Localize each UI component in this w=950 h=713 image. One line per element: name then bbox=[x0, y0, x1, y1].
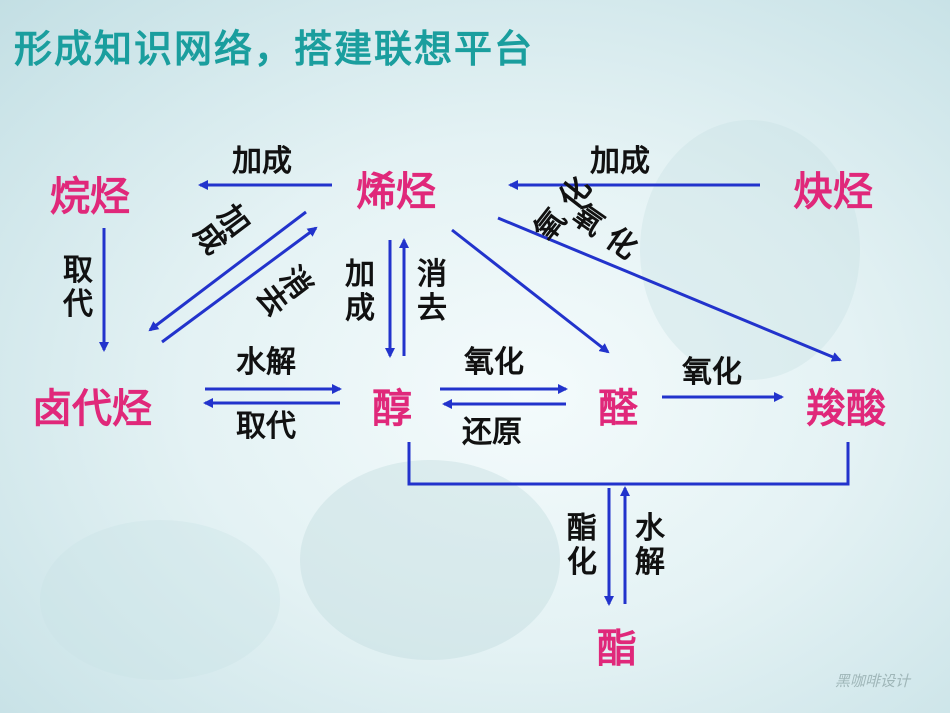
label-aldehyde-to-alcohol: 还原 bbox=[462, 415, 522, 450]
label-char: 加 bbox=[345, 257, 375, 292]
arrow-alkene-to-haloalkane bbox=[148, 210, 307, 332]
designer-watermark: 黑咖啡设计 bbox=[834, 672, 910, 690]
arrow-haloalkane-to-alkene bbox=[161, 226, 318, 344]
label-char: 取 bbox=[63, 253, 93, 288]
decor-lotus-3 bbox=[40, 520, 280, 680]
label-alcohol-to-haloalkane: 取代 bbox=[236, 409, 296, 444]
label-char: 水 bbox=[635, 511, 665, 546]
label-char: 成 bbox=[345, 290, 375, 326]
node-alkene: 烯烃 bbox=[356, 169, 436, 215]
label-char: 化 bbox=[567, 544, 597, 580]
label-alcohol-to-aldehyde: 氧化 bbox=[464, 345, 524, 380]
label-aldehyde-to-acid: 氧化 bbox=[682, 355, 742, 390]
label-haloalkane-to-alcohol: 水解 bbox=[236, 345, 296, 380]
node-alkane: 烷烃 bbox=[50, 174, 130, 220]
label-alcohol-to-alkene: 消 去 bbox=[416, 258, 448, 325]
label-alkane-to-haloalkane: 取 代 bbox=[62, 254, 94, 321]
arrow-alkene-to-acid bbox=[497, 216, 842, 362]
bracket-alcohol-acid bbox=[407, 442, 850, 486]
node-ester: 酯 bbox=[597, 626, 637, 672]
node-alcohol: 醇 bbox=[372, 386, 412, 432]
slide-title: 形成知识网络，搭建联想平台 bbox=[14, 27, 535, 71]
node-aldehyde: 醛 bbox=[598, 386, 638, 432]
label-char: 消 bbox=[417, 257, 447, 292]
label-esterification: 酯 化 bbox=[566, 512, 598, 579]
decor-lotus-1 bbox=[300, 460, 560, 660]
label-char: 解 bbox=[635, 544, 665, 580]
decor-lotus-2 bbox=[640, 120, 860, 380]
label-char: 代 bbox=[63, 286, 93, 322]
node-alkyne: 炔烃 bbox=[793, 169, 873, 215]
node-haloalkane: 卤代烃 bbox=[32, 386, 152, 432]
label-alkene-to-alkane: 加成 bbox=[232, 144, 292, 179]
label-char: 去 bbox=[417, 290, 447, 326]
label-alkyne-to-alkene: 加成 bbox=[590, 144, 650, 179]
arrow-alkene-to-aldehyde bbox=[451, 228, 610, 354]
node-carboxylic-acid: 羧酸 bbox=[806, 386, 886, 432]
label-char: 酯 bbox=[567, 511, 597, 546]
label-alkene-to-alcohol: 加 成 bbox=[344, 258, 376, 325]
label-ester-hydrolysis: 水 解 bbox=[634, 512, 666, 579]
